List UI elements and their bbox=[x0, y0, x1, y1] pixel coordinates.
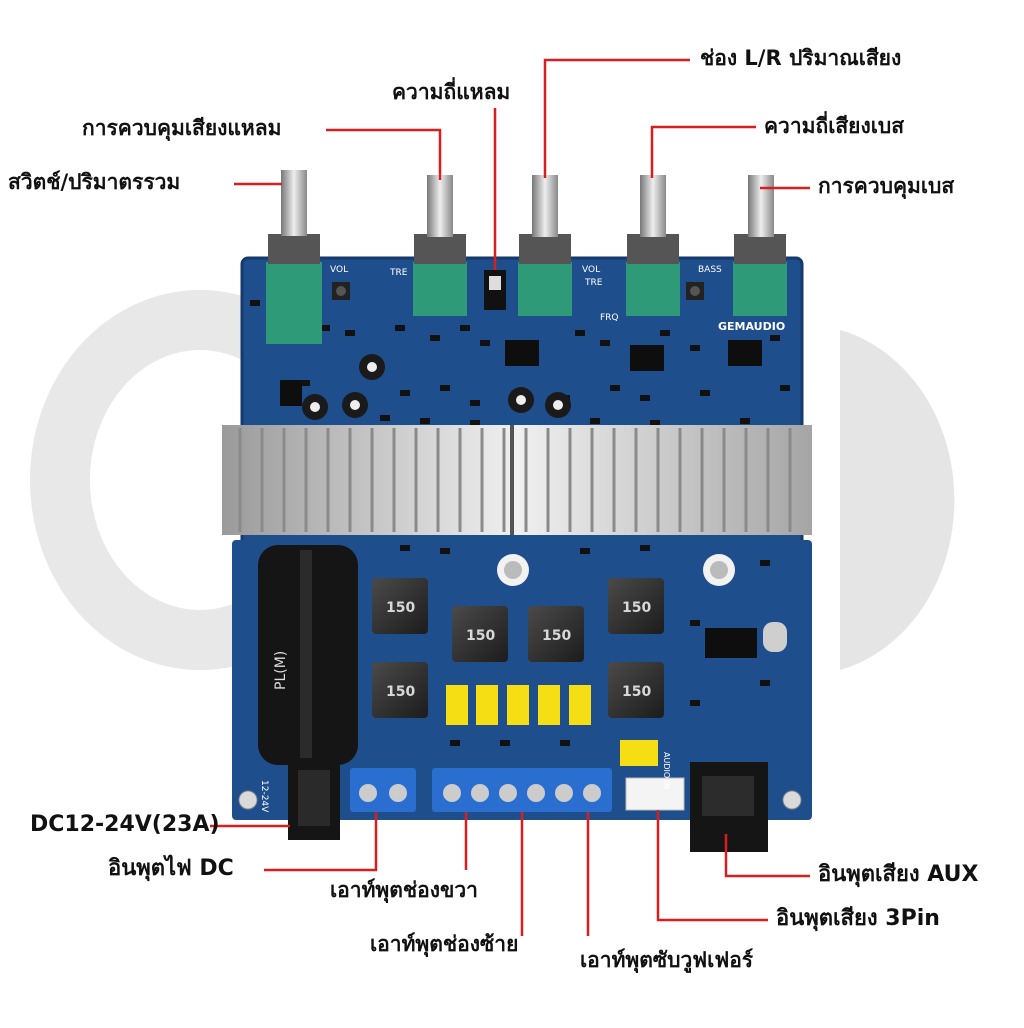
label-left-output: เอาท์พุตช่องซ้าย bbox=[370, 932, 519, 956]
callout-bass-freq bbox=[650, 125, 756, 178]
tact-buttons bbox=[332, 282, 704, 300]
electrolytic-caps-bottom bbox=[497, 554, 735, 586]
inductors bbox=[372, 578, 664, 718]
inductor-values: 150 150 150 150 150 150 bbox=[386, 600, 651, 700]
bulk-capacitor bbox=[258, 545, 358, 765]
label-right-output: เอาท์พุตช่องขวา bbox=[330, 878, 478, 902]
inductor-value-3: 150 bbox=[542, 628, 571, 644]
potentiometers bbox=[266, 170, 787, 344]
crystal bbox=[763, 622, 787, 652]
pot-label-3: VOL bbox=[582, 265, 600, 275]
callout-treble-control bbox=[326, 128, 442, 180]
label-bass-control: การควบคุมเบส bbox=[818, 174, 955, 198]
inductor-value-1: 150 bbox=[386, 600, 415, 616]
pot-label-4: TRE bbox=[584, 278, 603, 288]
ic-chips bbox=[280, 340, 762, 658]
callout-dc-input bbox=[264, 812, 378, 872]
inductor-value-6: 150 bbox=[622, 684, 651, 700]
pot-label-5: BASS bbox=[698, 265, 722, 275]
inductor-value-4: 150 bbox=[622, 600, 651, 616]
label-treble-control: การควบคุมเสียงแหลม bbox=[82, 116, 282, 140]
label-sub-output: เอาท์พุตซับวูฟเฟอร์ bbox=[580, 948, 754, 972]
label-switch-volume: สวิตช์/ปริมาตรรวม bbox=[8, 170, 181, 194]
callout-pin-input bbox=[656, 810, 768, 922]
inductor-value-5: 150 bbox=[386, 684, 415, 700]
label-treble-freq: ความถี่แหลม bbox=[392, 80, 511, 104]
three-pin-connector bbox=[625, 777, 685, 811]
board-brand: GEMAUDIO bbox=[718, 320, 785, 333]
label-dc-input: อินพุตไฟ DC bbox=[108, 856, 234, 881]
pot-label-2: TRE bbox=[389, 268, 408, 278]
silkscreen: GEMAUDIO VOL TRE VOL TRE BASS FRQ PL(M) … bbox=[259, 265, 785, 813]
dc-jack bbox=[288, 758, 340, 840]
pot-label-1: VOL bbox=[330, 265, 348, 275]
label-dc-rating: DC12-24V(23A) bbox=[30, 812, 220, 837]
callout-aux-input bbox=[724, 834, 810, 878]
callout-lines bbox=[210, 58, 810, 936]
electrolytic-caps-top bbox=[302, 354, 571, 420]
heat-sink bbox=[222, 425, 812, 535]
terminal-blocks bbox=[350, 768, 612, 812]
mounting-holes bbox=[238, 790, 802, 810]
inductor-value-2: 150 bbox=[466, 628, 495, 644]
callout-lr-volume bbox=[543, 58, 690, 178]
film-capacitors bbox=[446, 685, 658, 766]
aux-jack bbox=[690, 762, 768, 852]
dc-mark: 12-24V bbox=[259, 780, 269, 813]
label-bass-freq: ความถี่เสียงเบส bbox=[764, 114, 905, 138]
label-pin-input: อินพุตเสียง 3Pin bbox=[776, 906, 940, 931]
freq-mark: FRQ bbox=[600, 313, 619, 323]
audio-in-mark: AUDIO IN bbox=[662, 752, 671, 789]
label-aux-input: อินพุตเสียง AUX bbox=[818, 862, 979, 887]
capacitor-mark: PL(M) bbox=[273, 651, 289, 690]
label-lr-volume: ช่อง L/R ปริมาณเสียง bbox=[700, 46, 902, 70]
